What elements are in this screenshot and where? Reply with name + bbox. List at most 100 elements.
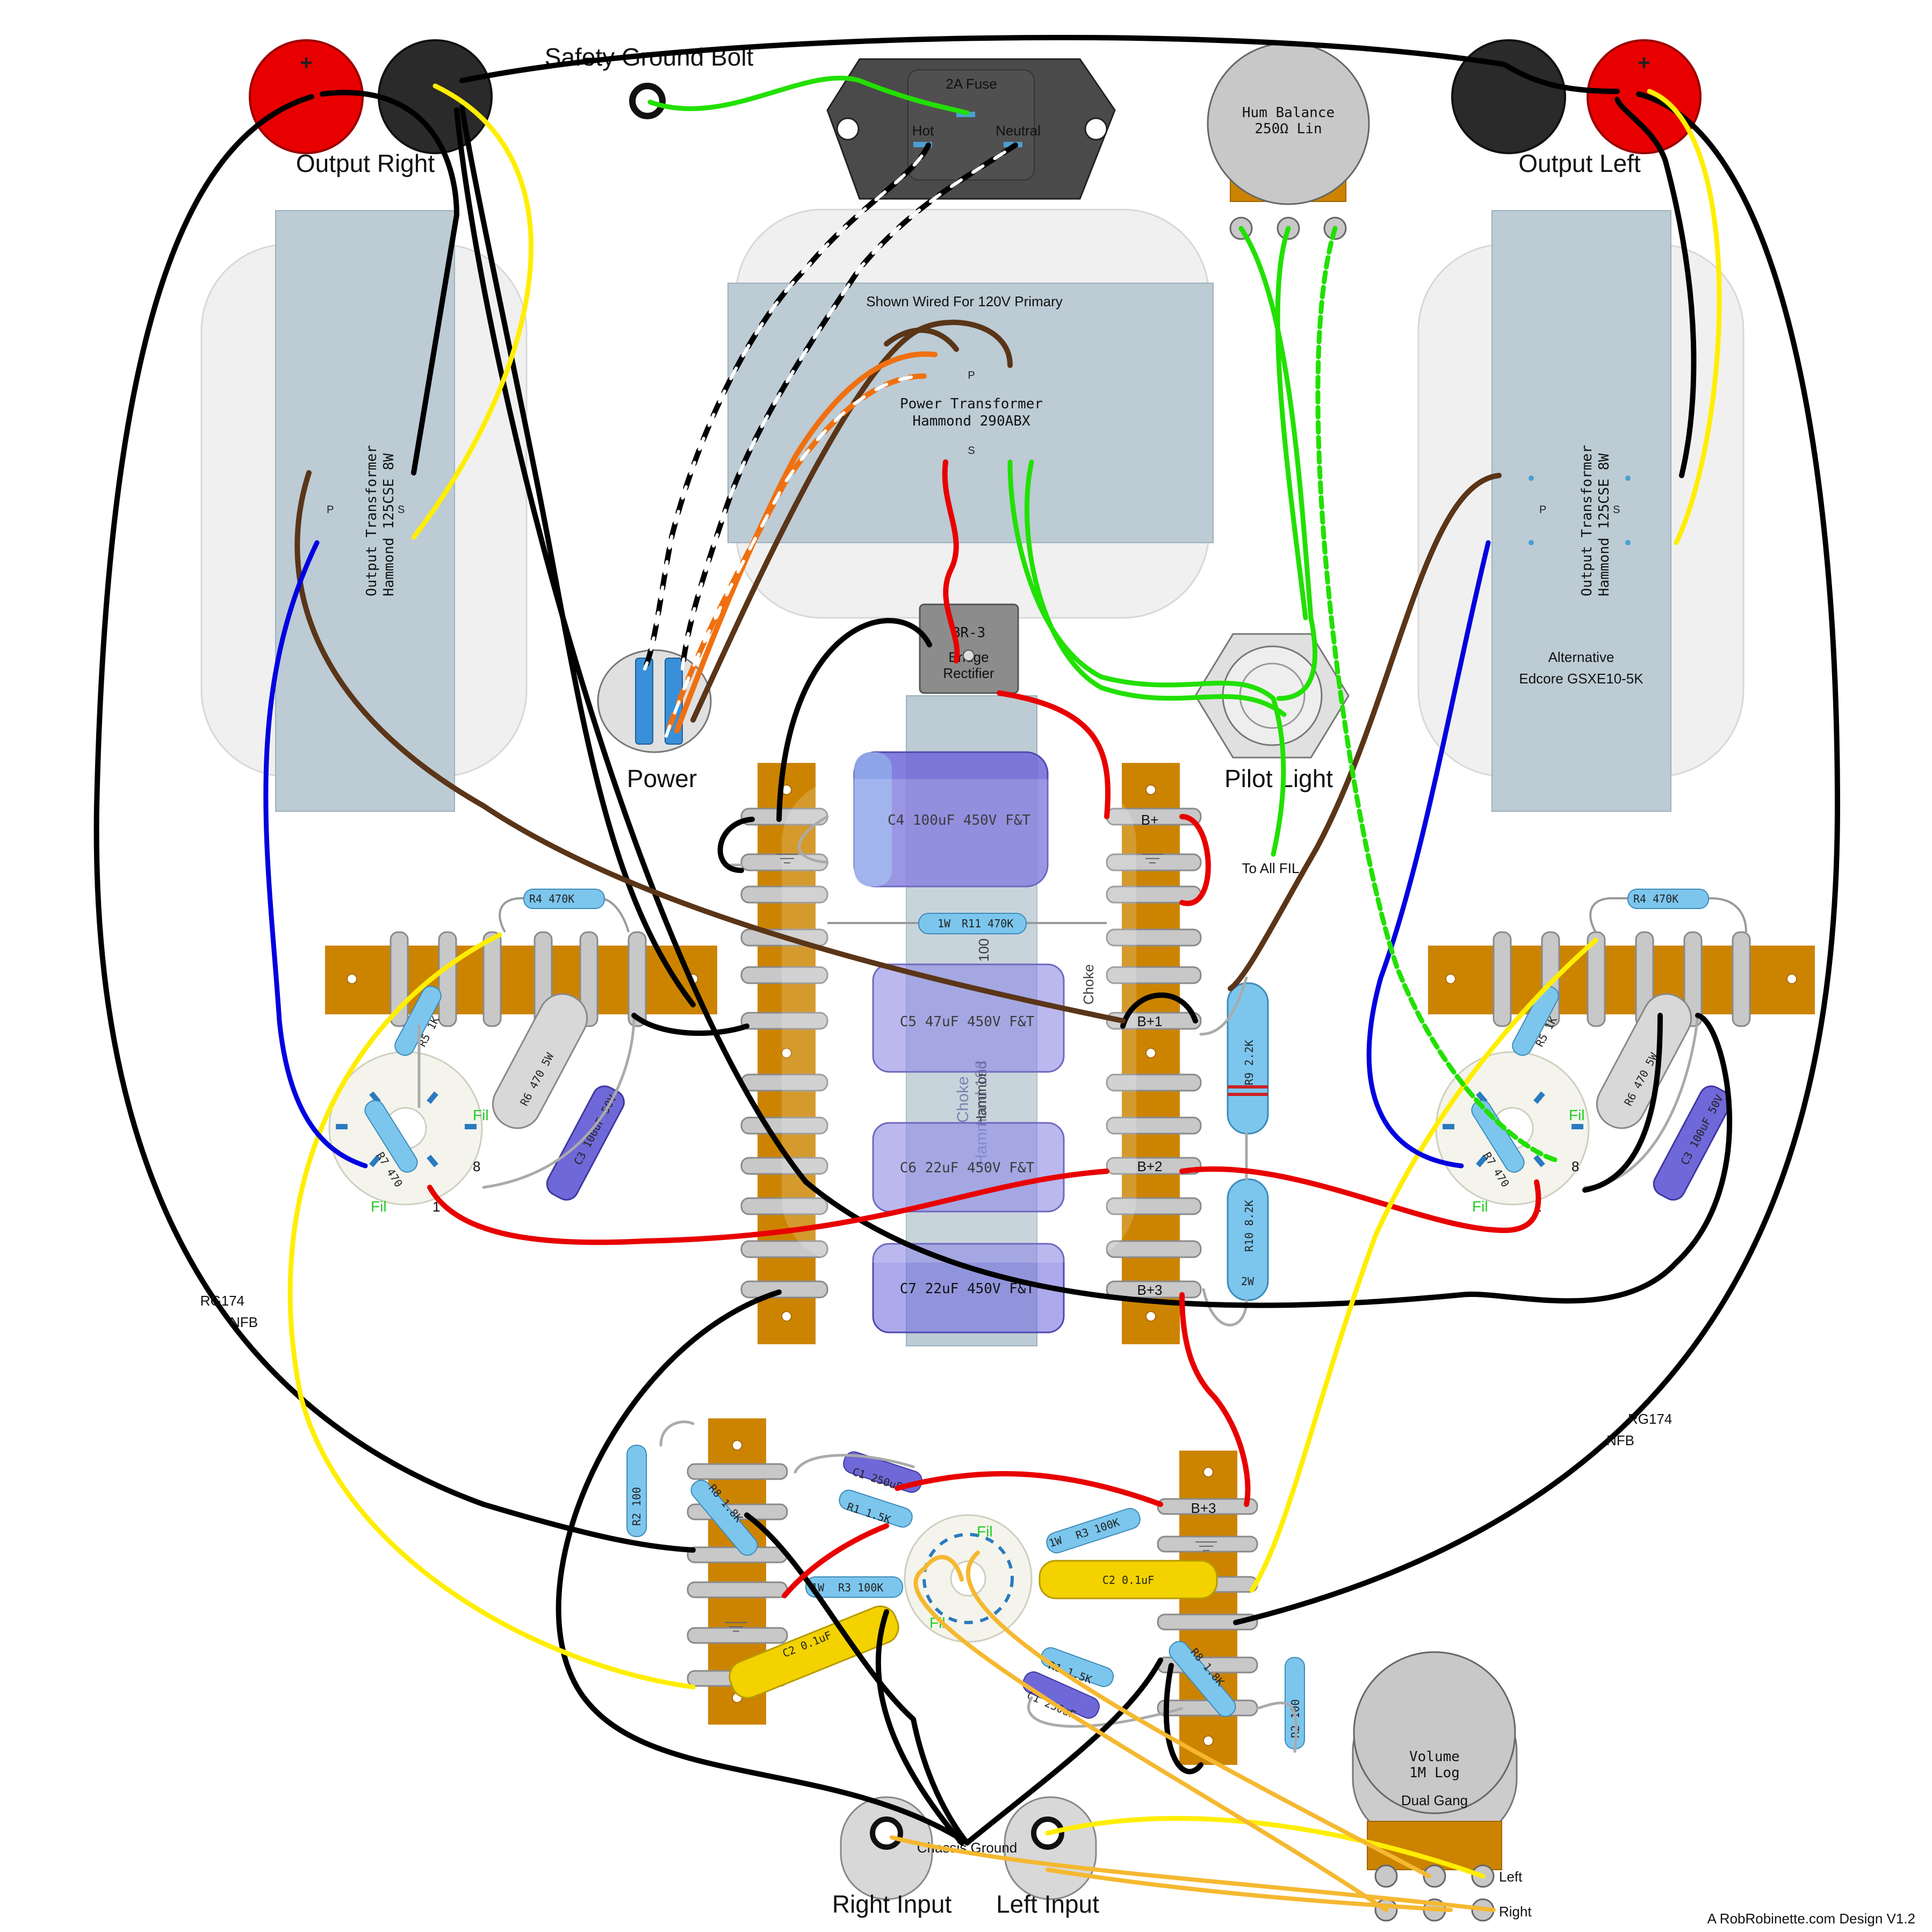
lug bbox=[687, 1627, 788, 1644]
lug bbox=[740, 1157, 828, 1175]
resistor-r11: 1W R11 470K bbox=[827, 913, 1107, 934]
svg-text:R4 470K: R4 470K bbox=[1633, 892, 1678, 905]
strip-horizontal-left-channel bbox=[1428, 946, 1815, 1014]
svg-text:Hum Balance: Hum Balance bbox=[1242, 105, 1335, 121]
lug bbox=[687, 1581, 788, 1598]
power-switch[interactable] bbox=[597, 649, 712, 753]
ground-symbol bbox=[1195, 1541, 1217, 1551]
wires bbox=[93, 34, 1840, 1912]
ground-symbol bbox=[725, 1622, 747, 1632]
rg174-right-nfb-label: NFB bbox=[1606, 1432, 1634, 1448]
pt-model-label: Hammond 290ABX bbox=[912, 413, 1030, 429]
lug bbox=[1106, 1012, 1202, 1030]
volume-left-label: Left bbox=[1499, 1869, 1523, 1885]
lug bbox=[1106, 1280, 1202, 1299]
svg-text:8: 8 bbox=[1571, 1158, 1579, 1174]
svg-text:1W: 1W bbox=[938, 917, 951, 930]
svg-text:Hammond 125CSE 8W: Hammond 125CSE 8W bbox=[1596, 453, 1612, 596]
power-tube-socket-right: Fil Fil 8 1 bbox=[328, 1051, 489, 1215]
lug bbox=[1732, 931, 1751, 1027]
to-all-fil-label: To All FIL bbox=[1242, 860, 1300, 876]
output-right-label: Output Right bbox=[296, 149, 435, 177]
mount-hole bbox=[1786, 974, 1797, 984]
svg-text:C6 22uF 450V F&T: C6 22uF 450V F&T bbox=[900, 1160, 1035, 1176]
strip-lower-right bbox=[1179, 1451, 1237, 1765]
pt-wired-label: Shown Wired For 120V Primary bbox=[866, 293, 1063, 309]
lug bbox=[1106, 1116, 1202, 1135]
left-input-jack[interactable] bbox=[1004, 1796, 1097, 1900]
lug bbox=[579, 931, 599, 1027]
b-plus2-label: B+2 bbox=[1137, 1158, 1163, 1174]
ot-right-p: P bbox=[327, 504, 334, 516]
mount-hole bbox=[781, 1048, 792, 1058]
b-plus1-label: B+1 bbox=[1137, 1013, 1163, 1029]
cap-c2-lower-left: C2 0.1uF bbox=[729, 1605, 899, 1699]
ot-right-s: S bbox=[398, 504, 405, 516]
lug bbox=[740, 1280, 828, 1299]
mount-hole bbox=[1203, 1467, 1214, 1477]
lug bbox=[1106, 1073, 1202, 1092]
svg-text:1M Log: 1M Log bbox=[1409, 1765, 1460, 1781]
mount-hole bbox=[781, 1311, 792, 1322]
left-input-label: Left Input bbox=[996, 1890, 1099, 1918]
resistor-r4-left: R4 470K bbox=[1589, 889, 1747, 933]
credit-label: A RobRobinette.com Design V1.2 bbox=[1707, 1911, 1915, 1927]
b-plus-label: B+ bbox=[1141, 812, 1159, 828]
resistor-r3-lower-left: 1W R3 100K bbox=[805, 1576, 903, 1598]
output-left-terminal-black[interactable] bbox=[1451, 39, 1566, 154]
volume-pot[interactable]: Volume 1M Log Dual Gang bbox=[1352, 1651, 1518, 1922]
resistor-r9: R9 2.2K bbox=[1227, 982, 1269, 1135]
output-transformer-left bbox=[1491, 210, 1671, 812]
svg-text:C7 22uF 450V F&T: C7 22uF 450V F&T bbox=[900, 1281, 1035, 1297]
svg-text:250Ω Lin: 250Ω Lin bbox=[1255, 121, 1322, 137]
bridge-rectifier: BR-3 Bridge Rectifier bbox=[919, 603, 1019, 694]
svg-text:Fil: Fil bbox=[371, 1198, 387, 1215]
b-plus3-lower-label: B+3 bbox=[1191, 1500, 1216, 1516]
svg-text:Fil: Fil bbox=[473, 1107, 489, 1123]
svg-text:C4 100uF 450V F&T: C4 100uF 450V F&T bbox=[888, 812, 1030, 828]
lug bbox=[740, 1197, 828, 1215]
cap-c3-right: C3 100uF 50V bbox=[546, 1085, 625, 1201]
svg-text:R2 100: R2 100 bbox=[630, 1487, 643, 1526]
lug bbox=[1106, 1157, 1202, 1175]
svg-text:Fil: Fil bbox=[977, 1523, 993, 1540]
svg-text:Fil: Fil bbox=[1569, 1107, 1585, 1123]
resistor-r10: R10 8.2K 2W bbox=[1227, 1178, 1269, 1301]
mount-hole bbox=[1145, 784, 1156, 795]
svg-text:+: + bbox=[1638, 51, 1650, 75]
svg-text:Volume: Volume bbox=[1409, 1749, 1460, 1765]
ot-left-s: S bbox=[1613, 504, 1620, 516]
resistor-r1-lower-left: R1 1.5K bbox=[839, 1489, 913, 1528]
lug bbox=[1106, 1240, 1202, 1258]
svg-text:Neutral: Neutral bbox=[996, 122, 1041, 139]
mount-hole bbox=[347, 974, 357, 984]
mount-hole bbox=[1145, 1048, 1156, 1058]
svg-text:C2 0.1uF: C2 0.1uF bbox=[1102, 1574, 1154, 1587]
ot-left-text: Output Transformer Hammond 125CSE 8W bbox=[1579, 445, 1612, 596]
b-plus3-label: B+3 bbox=[1137, 1282, 1163, 1298]
mount-hole bbox=[1145, 1311, 1156, 1322]
rg174-right-label: RG174 bbox=[1628, 1411, 1672, 1427]
lug bbox=[740, 1240, 828, 1258]
alternative-label: Alternative bbox=[1548, 649, 1614, 665]
rg174-left-nfb-label: NFB bbox=[230, 1314, 258, 1330]
svg-text:R9 2.2K: R9 2.2K bbox=[1243, 1040, 1256, 1085]
resistor-r4-right: R4 470K bbox=[499, 889, 630, 933]
mount-hole bbox=[732, 1440, 742, 1451]
svg-text:Choke: Choke bbox=[1080, 964, 1097, 1005]
resistor-r2-lower-left: R2 100 bbox=[626, 1445, 647, 1537]
pt-name-label: Power Transformer bbox=[900, 396, 1043, 412]
svg-text:Choke: Choke bbox=[954, 1076, 972, 1123]
svg-text:R11 470K: R11 470K bbox=[962, 917, 1013, 930]
mount-hole bbox=[1445, 974, 1456, 984]
cap-c6: C6 22uF 450V F&T bbox=[872, 1122, 1065, 1213]
svg-text:Rectifier: Rectifier bbox=[943, 665, 994, 681]
lug bbox=[740, 885, 828, 904]
lug bbox=[1106, 966, 1202, 984]
right-input-label: Right Input bbox=[832, 1890, 952, 1918]
svg-text:R4 470K: R4 470K bbox=[529, 892, 574, 905]
choke-value: 100 bbox=[976, 939, 992, 962]
hum-balance-pot[interactable]: Hum Balance 250Ω Lin bbox=[1207, 42, 1370, 240]
lug bbox=[482, 931, 502, 1027]
